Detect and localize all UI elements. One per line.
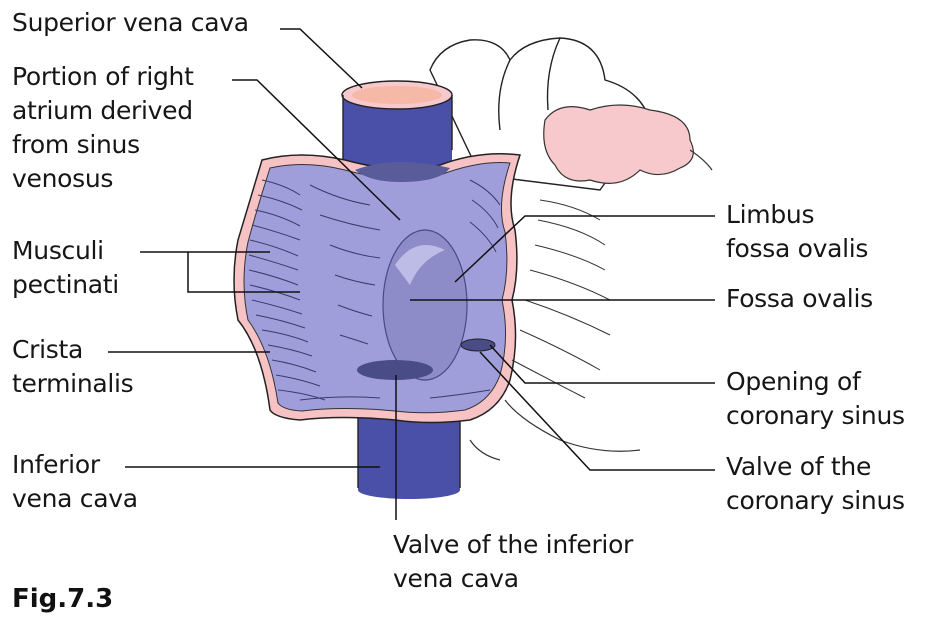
- label-valve-inferior-vena-cava: Valve of the inferior vena cava: [393, 530, 634, 593]
- superior-vena-cava: [341, 80, 453, 175]
- label-limbus-fossa-ovalis: Limbus fossa ovalis: [726, 200, 869, 263]
- pectinate-muscle-ridges: [248, 179, 501, 401]
- right-atrium-wall: [233, 153, 522, 424]
- label-crista-terminalis: Crista terminalis: [12, 335, 134, 398]
- label-inferior-vena-cava: Inferior vena cava: [12, 450, 138, 513]
- label-musculi-pectinati: Musculi pectinati: [12, 236, 119, 299]
- right-auricle: [543, 104, 713, 184]
- external-ventricle-lines: [511, 199, 611, 399]
- leader-lines: [108, 28, 715, 520]
- figure-caption: Fig.7.3: [12, 584, 114, 614]
- label-opening-coronary-sinus: Opening of coronary sinus: [726, 367, 905, 430]
- label-sinus-venosus-portion: Portion of right atrium derived from sin…: [12, 62, 194, 193]
- label-superior-vena-cava: Superior vena cava: [12, 8, 249, 37]
- inferior-vena-cava: [357, 410, 461, 499]
- label-fossa-ovalis: Fossa ovalis: [726, 284, 873, 313]
- label-valve-coronary-sinus: Valve of the coronary sinus: [726, 452, 905, 515]
- ventricle-outline: [469, 399, 641, 461]
